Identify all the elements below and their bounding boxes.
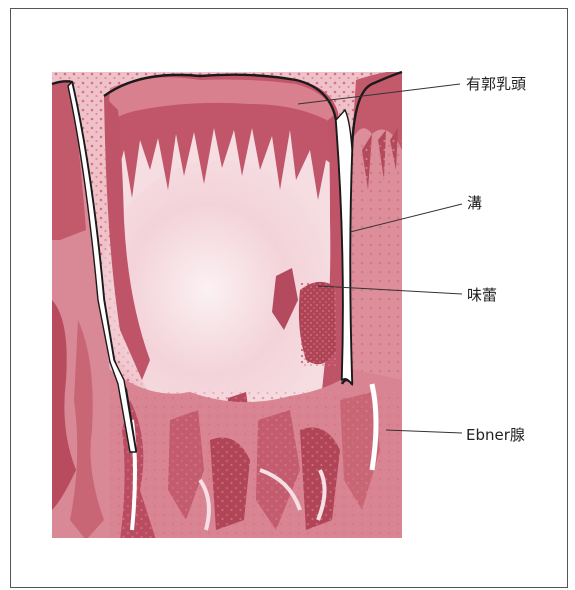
label-taste-bud: 味蕾 bbox=[467, 284, 497, 305]
label-ebner-gland: Ebner腺 bbox=[466, 424, 525, 445]
label-circumvallate-papilla: 有郭乳頭 bbox=[466, 73, 526, 94]
label-furrow: 溝 bbox=[467, 192, 482, 213]
